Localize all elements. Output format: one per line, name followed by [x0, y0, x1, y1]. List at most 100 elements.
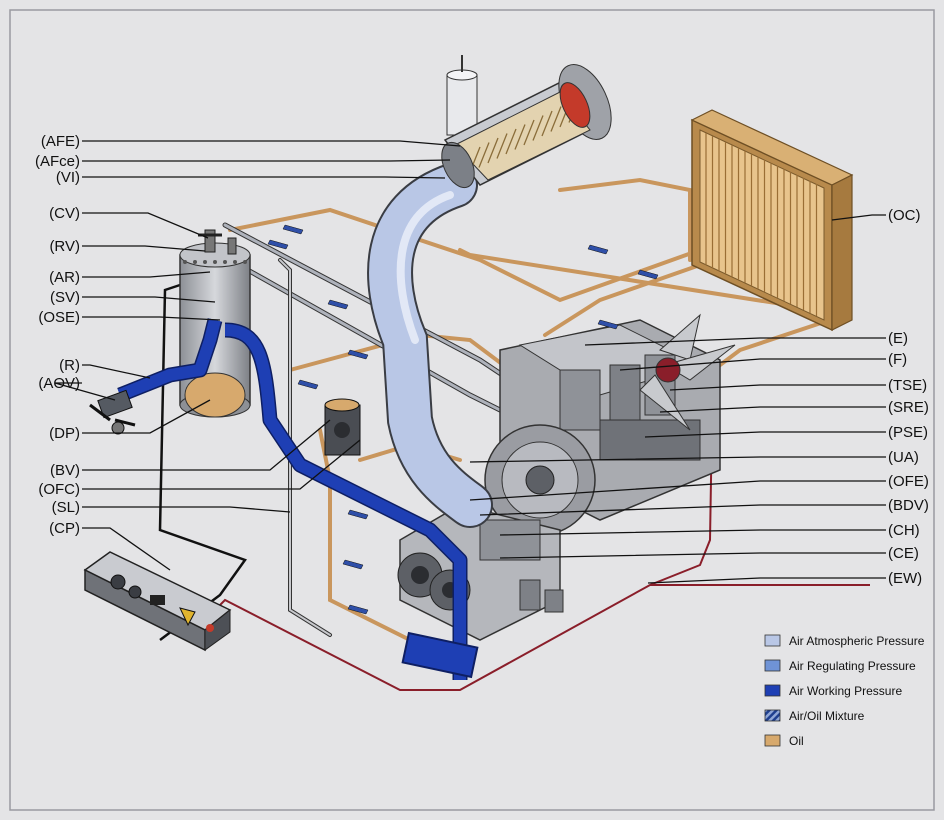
callout-label: (UA): [888, 449, 919, 466]
leader-line: [619, 358, 886, 371]
leader-line: [479, 504, 886, 516]
callout-label: (AOV): [38, 375, 80, 392]
legend-label: Air Atmospheric Pressure: [789, 634, 925, 648]
legend-item: Air Atmospheric Pressure: [764, 634, 925, 648]
callout-right-9: (CH): [499, 522, 920, 539]
callout-label: (SRE): [888, 399, 929, 416]
legend-label: Air/Oil Mixture: [789, 709, 865, 723]
callout-left-13: (SL): [52, 499, 291, 516]
oil-filter: [324, 398, 361, 456]
flow-arrows: [267, 224, 659, 615]
leader-line: [469, 456, 886, 463]
leader-line: [82, 506, 291, 513]
callout-label: (OFE): [888, 473, 929, 490]
callout-label: (OFC): [38, 481, 80, 498]
callout-label: (EW): [888, 570, 922, 587]
callout-label: (RV): [49, 238, 80, 255]
callout-right-3: (TSE): [669, 377, 927, 394]
callout-right-8: (BDV): [479, 497, 929, 516]
callout-label: (CH): [888, 522, 920, 539]
callout-label: (CP): [49, 520, 80, 537]
callout-label: (CE): [888, 545, 919, 562]
legend-item: Oil: [764, 734, 804, 748]
callout-label: (PSE): [888, 424, 928, 441]
diagram-frame: [9, 9, 935, 811]
callout-left-3: (CV): [49, 205, 209, 239]
leader-line: [82, 245, 206, 252]
callout-left-1: (AFce): [35, 153, 451, 170]
air-outlet-valves: [89, 389, 136, 435]
leader-line: [659, 406, 886, 413]
callout-label: (SL): [52, 499, 80, 516]
callout-label: (E): [888, 330, 908, 347]
callout-right-1: (E): [584, 330, 908, 347]
leader-line: [82, 296, 216, 303]
legend-item: Air Regulating Pressure: [764, 659, 916, 673]
callout-right-0: (OC): [831, 207, 921, 224]
tank-bolts: [183, 260, 247, 264]
legend-swatch: [764, 659, 781, 672]
callout-left-4: (RV): [49, 238, 206, 255]
leader-line: [82, 140, 461, 147]
legend-swatch: [764, 709, 781, 722]
callout-label: (CV): [49, 205, 80, 222]
callout-right-7: (OFE): [469, 473, 929, 501]
callout-label: (AFE): [41, 133, 80, 150]
electric-wire: [199, 419, 870, 691]
callout-right-4: (SRE): [659, 399, 929, 416]
legend-label: Air Working Pressure: [789, 684, 902, 698]
leader-line: [644, 431, 886, 438]
callout-label: (AFce): [35, 153, 80, 170]
legend-label: Air Regulating Pressure: [789, 659, 916, 673]
callout-right-5: (PSE): [644, 424, 928, 441]
leader-line: [82, 212, 209, 239]
callout-right-2: (F): [619, 351, 907, 371]
callout-label: (DP): [49, 425, 80, 442]
right-labels: (OC) (E) (F) (TSE) (SRE) (PSE) (UA) (OFE) (BDV) (…: [469, 207, 929, 587]
legend-item: Air Working Pressure: [764, 684, 902, 698]
air-filter: [441, 55, 612, 189]
oil-cooler-fins: [705, 133, 818, 316]
leader-line: [82, 271, 211, 278]
leader-line: [82, 316, 221, 321]
callout-label: (BV): [50, 462, 80, 479]
callout-left-8: (R): [59, 357, 151, 379]
leader-line: [82, 419, 331, 471]
discharge-manifold: [401, 631, 479, 679]
callout-label: (OC): [888, 207, 921, 224]
callout-label: (R): [59, 357, 80, 374]
callout-label: (F): [888, 351, 907, 368]
control-panel: [83, 551, 232, 652]
callout-label: (OSE): [38, 309, 80, 326]
callout-left-7: (OSE): [38, 309, 221, 326]
callout-label: (BDV): [888, 497, 929, 514]
callout-right-10: (CE): [499, 545, 919, 562]
leader-line: [82, 399, 211, 434]
legend-swatch: [764, 634, 781, 647]
legend-item: Air/Oil Mixture: [764, 709, 865, 723]
callout-left-10: (DP): [49, 399, 211, 442]
callout-left-9: (AOV): [38, 375, 116, 401]
leader-line: [82, 527, 171, 571]
leader-line: [82, 159, 451, 162]
callout-left-6: (SV): [50, 289, 216, 306]
callout-left-2: (VI): [56, 169, 446, 186]
callout-label: (SV): [50, 289, 80, 306]
callout-left-0: (AFE): [41, 133, 461, 150]
engine-block: [484, 313, 736, 536]
leader-line: [669, 384, 886, 391]
leader-line: [499, 552, 886, 559]
leader-line: [584, 337, 886, 346]
leader-line: [469, 480, 886, 501]
callout-right-6: (UA): [469, 449, 919, 466]
callout-right-11: (EW): [647, 570, 922, 587]
leader-line: [499, 529, 886, 536]
leader-line: [831, 214, 886, 221]
callout-label: (VI): [56, 169, 80, 186]
leader-line: [82, 364, 151, 379]
legend-swatch: [764, 734, 781, 747]
leader-line: [82, 176, 446, 179]
oil-cooler: [690, 109, 854, 332]
